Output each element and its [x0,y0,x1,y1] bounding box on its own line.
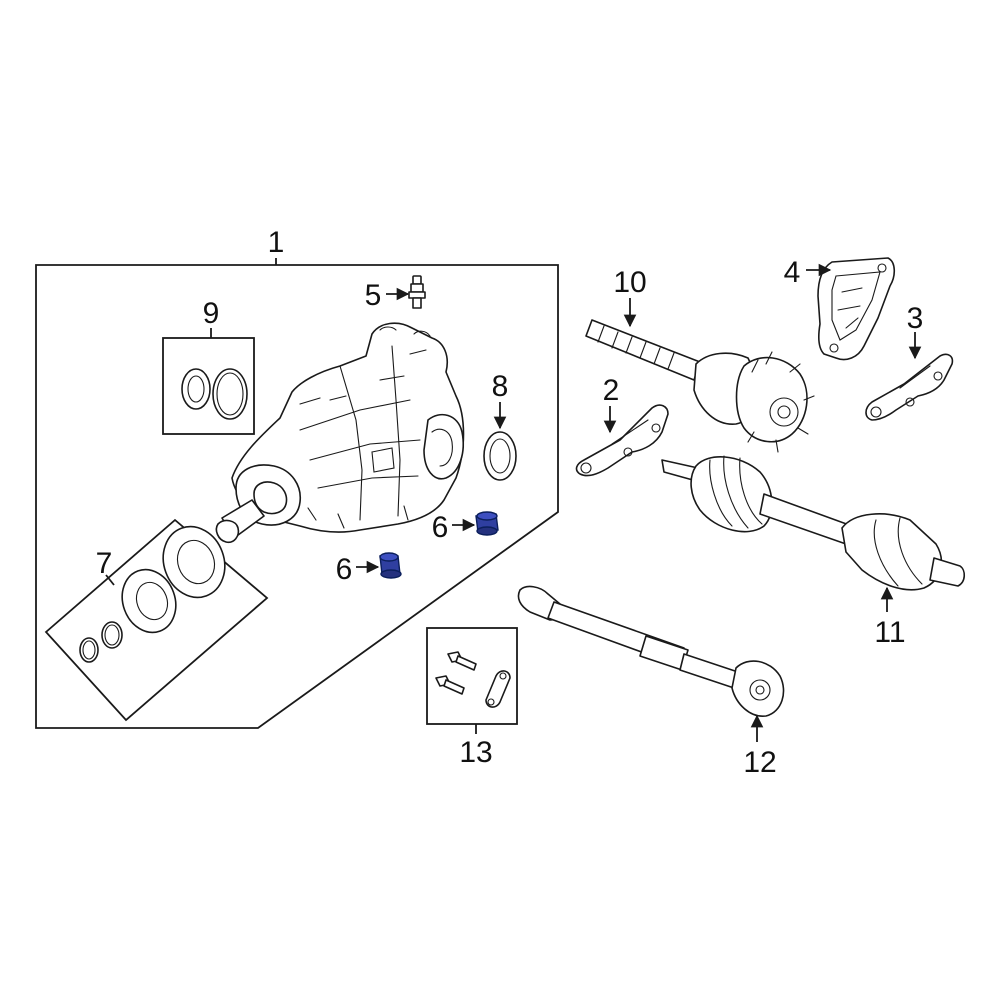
callout-5: 5 [365,279,382,312]
callout-13: 13 [459,736,492,769]
hardware-kit-13[interactable] [426,627,518,725]
callout-7: 7 [96,547,113,580]
half-shaft-11[interactable] [661,455,966,591]
callout-9: 9 [203,297,220,330]
callout-1: 1 [268,226,285,259]
callout-2: 2 [603,374,620,407]
mount-bracket-4[interactable] [817,257,896,361]
callout-6-upper: 6 [432,511,449,544]
callout-10: 10 [613,266,646,299]
drain-plug-6-lower[interactable] [379,552,402,579]
callout-8: 8 [492,370,509,403]
breather-vent[interactable] [408,275,426,309]
support-bracket-2[interactable] [575,404,669,477]
half-shaft-12[interactable] [517,585,785,717]
drain-plug-6-upper[interactable] [475,511,499,536]
differential-housing[interactable] [215,322,465,544]
seal-kit-9[interactable] [162,337,255,435]
callout-11: 11 [874,616,905,649]
leader-7 [105,574,115,586]
drive-shaft-coupler-10[interactable] [585,319,815,453]
callout-4: 4 [784,256,801,289]
support-bracket-3[interactable] [865,353,954,421]
axle-seal-8[interactable] [483,431,517,481]
callout-6-lower: 6 [336,553,353,586]
assembly-frame [35,264,559,729]
callout-12: 12 [743,746,776,779]
callout-3: 3 [907,302,924,335]
bearing-kit-7[interactable] [44,518,269,722]
